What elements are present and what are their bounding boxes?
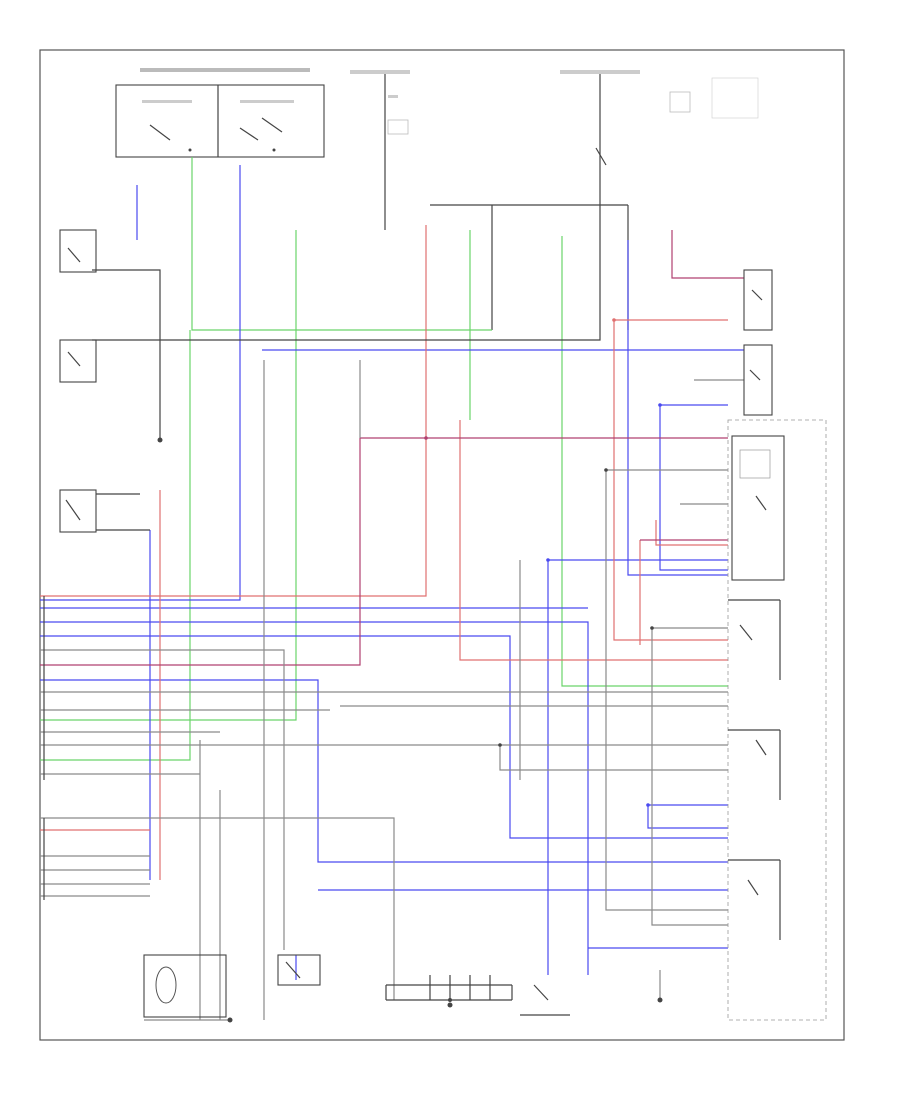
- wire-gray-2: [40, 649, 285, 950]
- wire-green-3: [40, 330, 191, 761]
- wire-magenta-1: [671, 230, 744, 279]
- bottom-sensor: [143, 954, 227, 1018]
- wire-green-2: [40, 230, 297, 721]
- wire-gray-7: [40, 817, 395, 1000]
- bottom-right-relay: [728, 599, 781, 940]
- ground-point-left: [227, 1017, 233, 1023]
- wire-green-1: [191, 157, 492, 331]
- splice-dot: [424, 436, 428, 440]
- wire-blue-4: [627, 240, 728, 576]
- ground-point-upper-left: [157, 437, 163, 443]
- top-left-pressure-switch-assembly: [115, 68, 325, 158]
- wire-red-5: [459, 420, 728, 661]
- wire-green-4: [561, 236, 728, 687]
- splice-dot: [612, 318, 616, 322]
- bottom-switch: [277, 954, 321, 986]
- wire-gray-13: [651, 628, 728, 926]
- splice-dot: [546, 558, 550, 562]
- left-sensor-3: [59, 489, 150, 533]
- wire-magenta-3: [40, 438, 361, 666]
- wire-red-1: [40, 225, 427, 597]
- bottom-right-switch: [520, 984, 570, 1016]
- left-sensor-1: [59, 229, 97, 273]
- wire-blue-12: [40, 679, 728, 863]
- wire-blue-11: [40, 635, 728, 839]
- wire-gray-6: [499, 745, 728, 771]
- diagram-frame: [39, 49, 845, 1041]
- wire-blue-6: [659, 405, 728, 571]
- wire-dark-1: [92, 269, 161, 420]
- wire-dark-2: [92, 200, 601, 341]
- ground-point-center: [447, 1002, 453, 1008]
- ground-point-right: [657, 997, 663, 1003]
- splice-dot: [658, 403, 662, 407]
- splice-dot: [650, 626, 654, 630]
- main-relay-fuse-block: [560, 70, 759, 200]
- bottom-ground-block: [385, 975, 513, 1002]
- wire-blue-16: [647, 805, 728, 829]
- splice-dot: [498, 743, 502, 747]
- right-relay-group-outline: [727, 419, 827, 1021]
- wire-red-2: [613, 320, 728, 641]
- splice-dot: [646, 803, 650, 807]
- wire-blue-2: [40, 165, 241, 601]
- wire-red-7: [655, 520, 728, 546]
- middle-right-relay: [743, 344, 773, 416]
- lower-right-relay: [731, 435, 785, 581]
- ignition-fuse-block: [350, 70, 410, 230]
- upper-right-relay: [743, 269, 773, 331]
- wire-blue-10: [40, 621, 589, 975]
- wire-gray-10: [605, 470, 728, 911]
- left-sensor-2: [59, 339, 161, 440]
- splice-dot: [604, 468, 608, 472]
